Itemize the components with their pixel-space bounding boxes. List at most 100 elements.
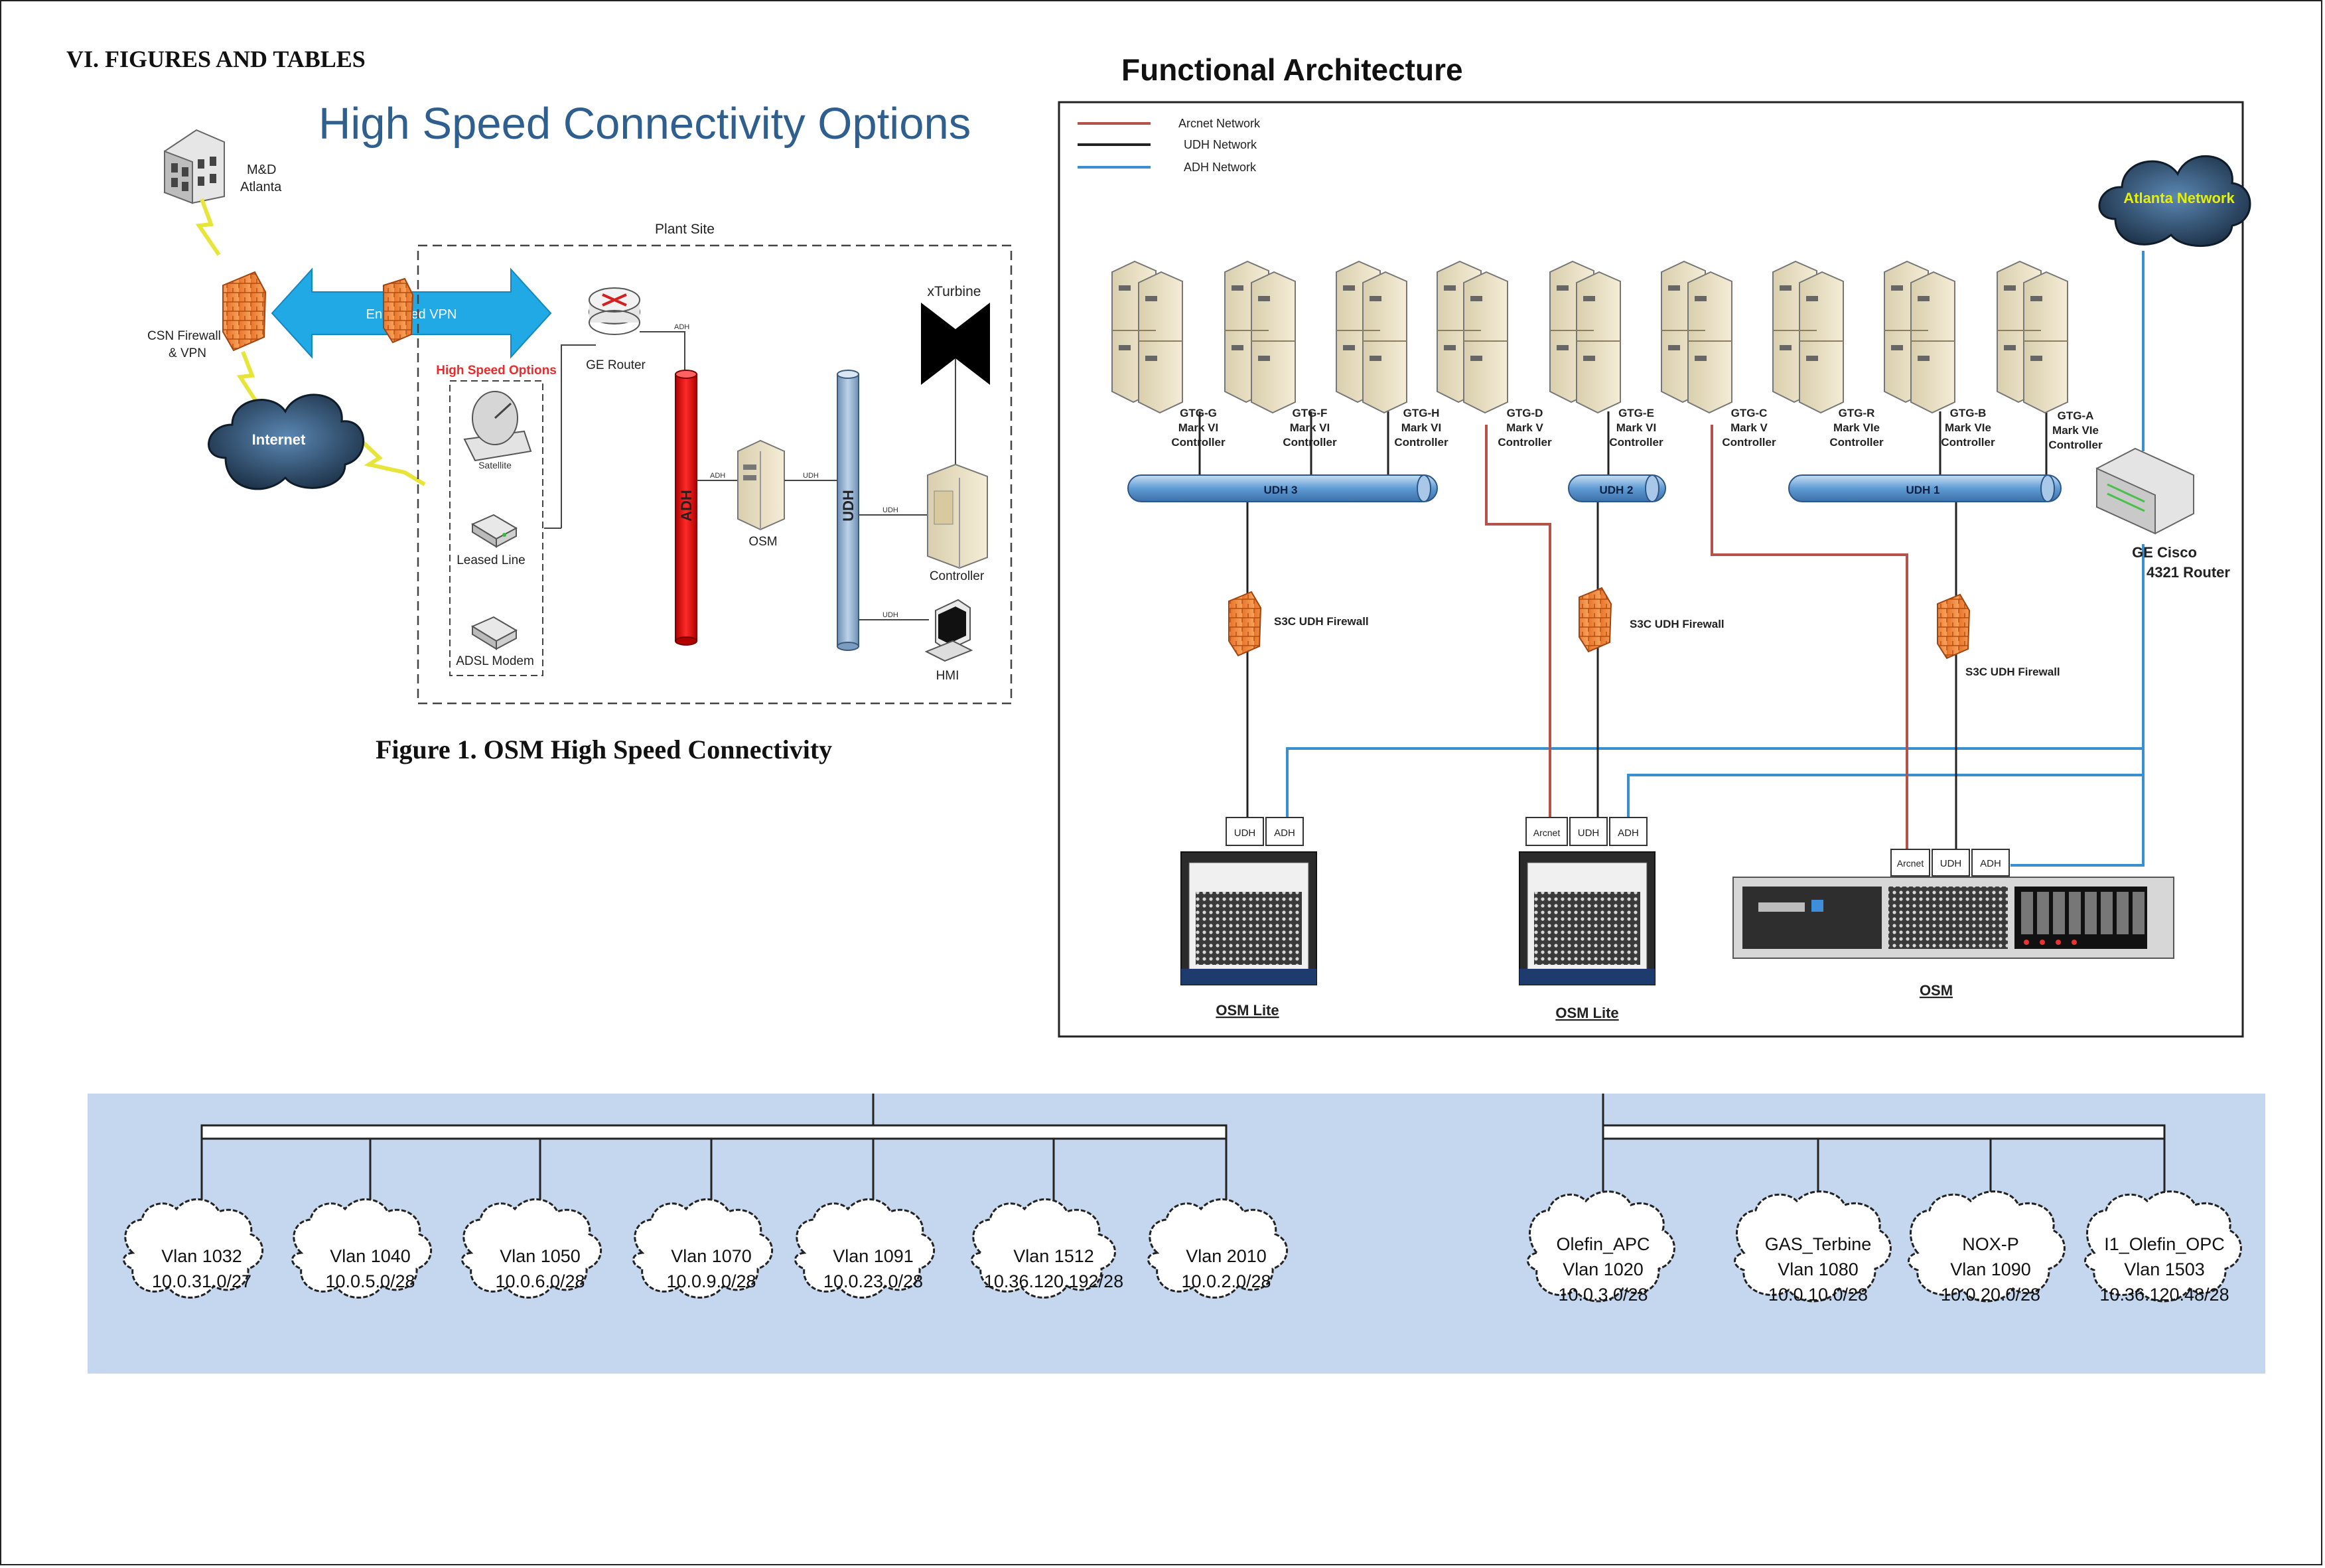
csn-firewall-label: CSN Firewall [147, 329, 221, 343]
adsl-modem-icon [470, 616, 518, 650]
lightning-icon [195, 198, 221, 256]
vlan-cloud: GAS_Terbine Vlan 1080 10.0.10.0/28 [1734, 1190, 1892, 1305]
satellite-icon [463, 391, 532, 462]
vlan-group: Olefin_APC [1556, 1234, 1650, 1254]
controller-type: Mark VI [1178, 421, 1218, 434]
controller-server-icon [1111, 260, 1183, 414]
port-arcnet-label: Arcnet [1533, 827, 1561, 838]
controller-type: Mark VI [1401, 421, 1441, 434]
firewall-icon [1937, 593, 1971, 660]
osm-label: OSM [748, 535, 777, 549]
controller-server-icon [1661, 260, 1732, 414]
figure2-diagram: Arcnet Network UDH Network ADH Network A… [1058, 101, 2251, 1038]
vlan-name: Vlan 1050 [500, 1246, 581, 1266]
controller-server-icon [1437, 260, 1508, 414]
controller-id: GTG-R [1839, 407, 1875, 419]
md-label: M&D [247, 163, 276, 177]
cisco-router-label: GE Cisco [2132, 544, 2197, 561]
vlan-subnet: 10.0.3.0/28 [1558, 1285, 1648, 1305]
hmi-label: HMI [936, 669, 959, 683]
controller-id: GTG-F [1293, 407, 1328, 419]
firewall-label: S3C UDH Firewall [1274, 615, 1369, 628]
controller-role: Controller [1283, 436, 1337, 449]
legend-udh: UDH Network [1184, 138, 1257, 151]
controller-type: Mark VIe [1945, 421, 1991, 434]
osm-server-icon [737, 439, 785, 531]
vlan-cloud: NOX-P Vlan 1090 10.0.20.0/28 [1908, 1190, 2066, 1305]
firewall-icon [1228, 591, 1262, 657]
controller-labels: GTG-G Mark VI Controller GTG-F Mark VI C… [1171, 407, 2103, 451]
turbine-icon [921, 303, 990, 385]
port-udh-label: UDH [1578, 827, 1600, 839]
section-heading: VI. FIGURES AND TABLES [66, 46, 366, 72]
osm-adh-link-label: ADH [710, 472, 725, 480]
port-group: UDH ADH [1226, 817, 1304, 846]
router-icon [589, 287, 640, 335]
vlan-name: Vlan 1070 [671, 1246, 752, 1266]
vlan-subnet: 10.0.10.0/28 [1768, 1285, 1868, 1305]
vlan-name: Vlan 1032 [161, 1246, 242, 1266]
firewall-label: S3C UDH Firewall [1630, 618, 1725, 630]
vlan-group: I1_Olefin_OPC [2104, 1234, 2225, 1254]
vlan-name: Vlan 1040 [330, 1246, 411, 1266]
controller-udh-link-label: UDH [882, 506, 898, 514]
figure1-diagram: M&D Atlanta CSN Firewall & VPN Internet … [147, 129, 1013, 705]
controller-role: Controller [1498, 436, 1552, 449]
vlan-name: Vlan 2010 [1186, 1246, 1267, 1266]
adh-pipe [675, 370, 697, 646]
controller-icon [927, 463, 988, 569]
ge-router-label: GE Router [586, 358, 646, 372]
firewall-icon [222, 271, 267, 352]
plant-site-label: Plant Site [655, 222, 715, 237]
network-legend: Arcnet Network UDH Network ADH Network [1078, 117, 1261, 174]
controller-role: Controller [1941, 436, 1995, 449]
adsl-modem-label: ADSL Modem [456, 654, 534, 668]
atlanta-network-cloud-icon [2098, 155, 2251, 247]
vlan-subnet: 10.36.120.48/28 [2099, 1285, 2229, 1305]
switch-bus-left [200, 1124, 1228, 1140]
vlan-group: NOX-P [1962, 1234, 2019, 1254]
lightning-icon [356, 436, 426, 486]
building-icon [164, 129, 225, 204]
osm-label: OSM [1920, 982, 1953, 999]
controller-role: Controller [1829, 436, 1884, 449]
hmi-computer-icon [924, 599, 973, 662]
satellite-label: Satellite [478, 460, 512, 470]
vlan-cloud: Vlan 1512 10.36.120.192/28 [971, 1198, 1123, 1299]
vlan-group: GAS_Terbine [1765, 1234, 1872, 1254]
osm-rack-server-icon [1732, 877, 2174, 959]
vlan-name: Vlan 1091 [833, 1246, 914, 1266]
legend-adh: ADH Network [1184, 161, 1257, 174]
vpn-firewall-icon [383, 277, 414, 344]
adh-label: ADH [678, 490, 695, 522]
controller-id: GTG-G [1180, 407, 1217, 419]
port-udh-label: UDH [1234, 827, 1256, 839]
controller-role: Controller [2048, 439, 2103, 451]
vlan-subnet: 10.0.6.0/28 [495, 1271, 585, 1291]
controller-server-icon [1336, 260, 1407, 414]
controller-type: Mark V [1506, 421, 1543, 434]
controller-server-icon [1224, 260, 1296, 414]
vlan-cloud: Vlan 1050 10.0.6.0/28 [461, 1198, 602, 1299]
udh-bus-1: UDH 1 [1788, 474, 2062, 502]
md-location-label: Atlanta [240, 180, 282, 194]
controller-server-icon [1772, 260, 1844, 414]
vlan-subnet: 10.0.2.0/28 [1181, 1271, 1271, 1291]
vlan-cloud: Vlan 1032 10.0.31.0/27 [123, 1198, 263, 1299]
controller-server-icon [1884, 260, 1955, 414]
osm-lite-label: OSM Lite [1555, 1005, 1618, 1021]
vlan-cloud: Vlan 1070 10.0.9.0/28 [632, 1198, 773, 1299]
controller-id: GTG-D [1507, 407, 1543, 419]
vlan-name: Vlan 1080 [1778, 1259, 1859, 1279]
hmi-udh-link-label: UDH [882, 611, 898, 619]
controller-id: GTG-H [1403, 407, 1440, 419]
controller-type: Mark VIe [1833, 421, 1880, 434]
udh-pipe [837, 370, 859, 651]
vlan-cloud: Vlan 2010 10.0.2.0/28 [1147, 1198, 1288, 1299]
port-group: Arcnet UDH ADH [1890, 849, 2010, 877]
vlan-panel: Vlan 1032 10.0.31.0/27 Vlan 1040 10.0.5.… [88, 1094, 2265, 1374]
controller-label: Controller [930, 569, 985, 583]
osm-lite-label: OSM Lite [1216, 1002, 1279, 1019]
